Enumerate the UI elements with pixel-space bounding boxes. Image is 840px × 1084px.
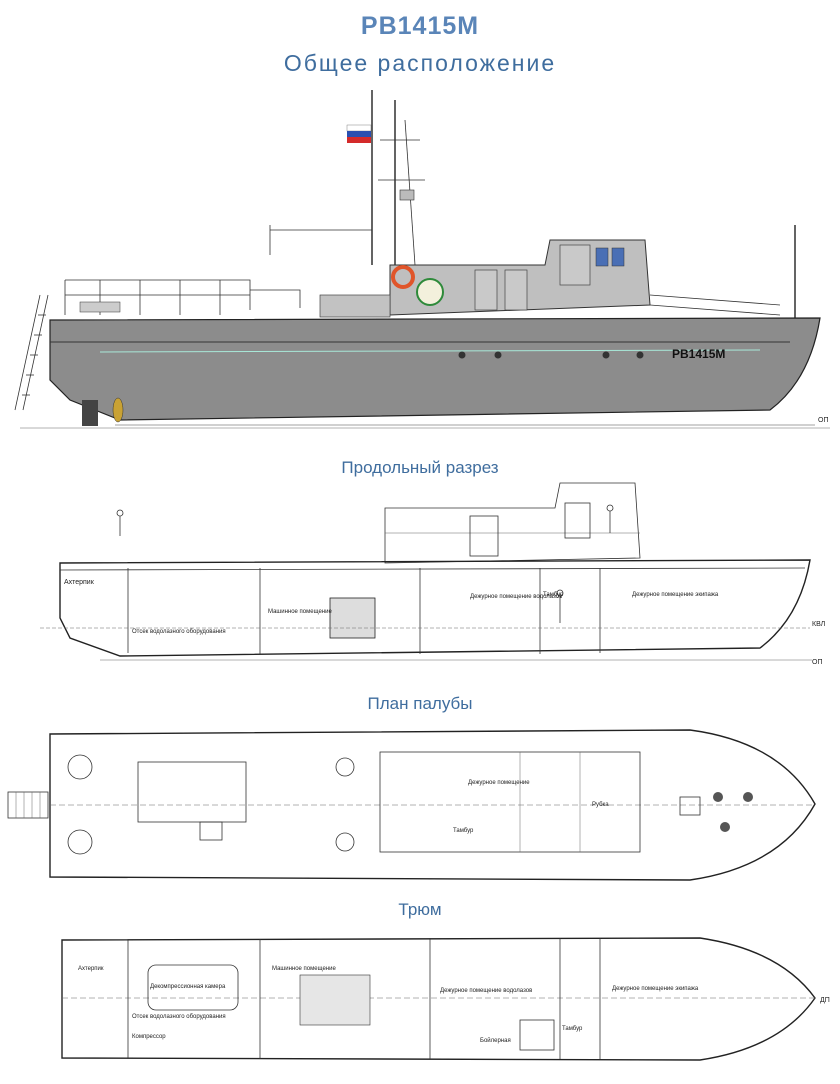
superstructure — [319, 239, 651, 318]
emblem-icon — [416, 278, 444, 306]
hold-hull-outline — [61, 937, 816, 1061]
label-duty-room-deck: Дежурное помещение — [468, 780, 530, 786]
label-compressor: Компрессор — [132, 1034, 166, 1040]
russian-flag-icon — [346, 124, 372, 143]
label-decompression: Декомпрессионная камера — [150, 984, 226, 990]
engine-icon — [329, 597, 376, 639]
deck-plan-view: Дежурное помещение Тамбур Рубка — [7, 729, 816, 881]
fore-railing — [649, 294, 781, 316]
section-hull — [59, 559, 811, 657]
hull-name-label: РВ1415М — [672, 347, 725, 361]
section-title-longitudinal: Продольный разрез — [341, 458, 499, 477]
drawing-subtitle: Общее расположение — [283, 50, 557, 76]
label-diving-equipment-hold: Отсек водолазного оборудования — [132, 1014, 226, 1020]
person-icon — [606, 504, 614, 533]
label-duty-divers-hold: Дежурное помещение водолазов — [440, 988, 532, 994]
aft-deck-area — [137, 761, 247, 823]
person-icon — [556, 589, 564, 623]
label-duty-crew-hold: Дежурное помещение экипажа — [612, 986, 699, 992]
drawing-title: РВ1415М — [360, 12, 480, 40]
label-vestibule-hold: Тамбур — [562, 1026, 583, 1032]
label-baseline-section: ОП — [812, 659, 822, 666]
rudder — [82, 400, 98, 426]
section-superstructure — [384, 482, 641, 564]
label-boiler: Бойлерная — [480, 1037, 511, 1044]
label-vestibule: Тамбур — [543, 592, 564, 598]
aft-railing — [64, 279, 301, 315]
label-engine-room: Машинное помещение — [268, 609, 332, 615]
lifebuoy-icon — [391, 265, 415, 289]
person-icon — [116, 509, 124, 536]
side-profile-view: РВ1415М ОП — [14, 90, 830, 429]
section-title-deck: План палубы — [367, 694, 473, 713]
label-engine-room-hold: Машинное помещение — [272, 966, 336, 972]
section-title-hold: Трюм — [398, 900, 442, 919]
label-waterline: КВЛ — [812, 621, 826, 628]
boarding-ladder — [14, 294, 49, 411]
gangway — [7, 791, 49, 819]
longitudinal-section-view: Ахтерпик Отсек водолазного оборудования … — [40, 482, 826, 666]
label-centerline: ДП — [820, 997, 830, 1004]
label-duty-divers: Дежурное помещение водолазов — [470, 594, 562, 600]
baseline-label-profile: ОП — [818, 417, 828, 424]
label-wheelhouse: Рубка — [592, 802, 609, 808]
label-diving-equipment: Отсек водолазного оборудования — [132, 629, 226, 635]
decompression-chamber — [147, 964, 239, 1011]
hold-plan-view: Ахтерпик Декомпрессионная камера Отсек в… — [61, 937, 830, 1061]
engine-block — [299, 974, 371, 1026]
hull — [49, 317, 821, 421]
mast — [269, 90, 425, 266]
deckhouse-area — [379, 751, 641, 853]
label-afterpeak: Ахтерпик — [64, 579, 95, 586]
label-vestibule-deck: Тамбур — [453, 828, 474, 834]
deck-hull-outline — [49, 729, 816, 881]
anchor-windlass-icon — [713, 792, 753, 832]
propeller-icon — [112, 397, 124, 423]
label-afterpeak-hold: Ахтерпик — [78, 966, 104, 972]
label-duty-crew: Дежурное помещение экипажа — [632, 592, 719, 598]
